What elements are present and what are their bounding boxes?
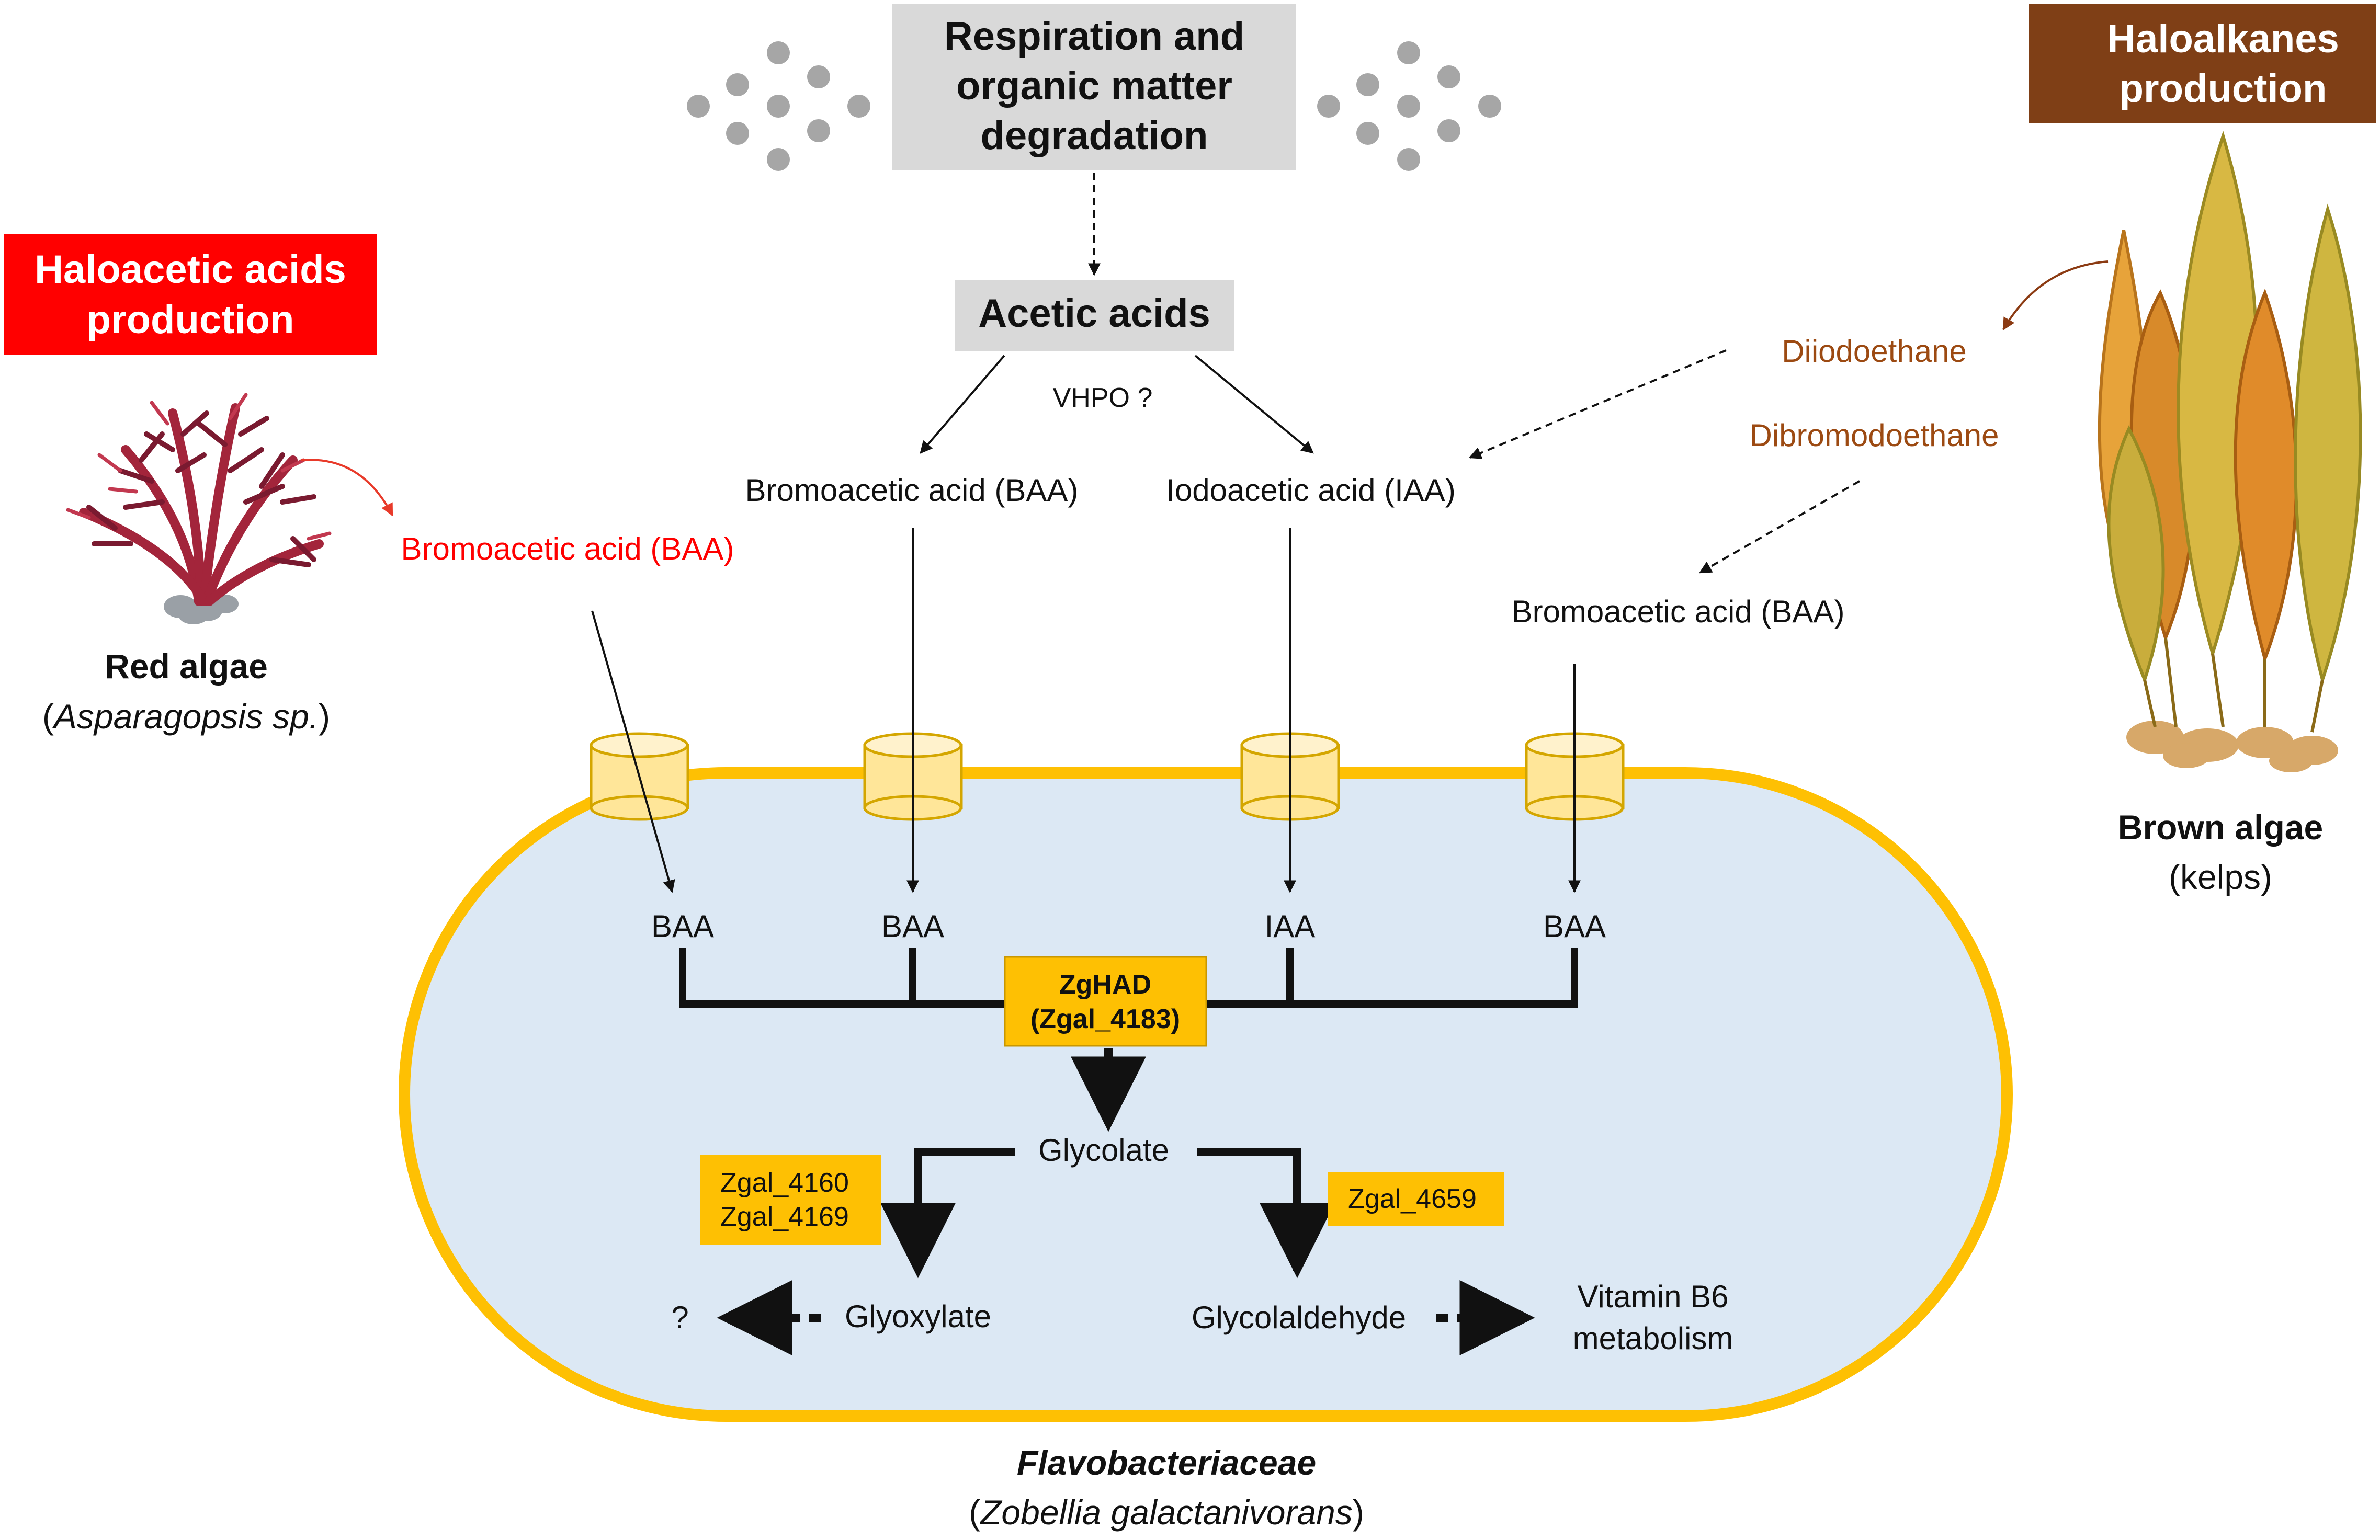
bacterium-family: Flavobacteriaceae	[1017, 1443, 1316, 1482]
inside-baa-2: BAA	[881, 909, 944, 944]
respiration-box	[892, 4, 1296, 170]
zghad-line-2: (Zgal_4183)	[1030, 1004, 1180, 1034]
bacterium-species-line: (Zobellia galactanivorans)	[969, 1493, 1364, 1532]
bacterium-paren-open: (	[969, 1493, 980, 1532]
haloalkanes-line-2: production	[2120, 66, 2327, 111]
glycolaldehyde-label: Glycolaldehyde	[1192, 1300, 1406, 1335]
haloalkanes-line-1: Haloalkanes	[2107, 17, 2339, 61]
arrow-glycolate-to-glyoxylate	[880, 1148, 1015, 1279]
uptake-arrows	[591, 528, 1581, 893]
bacterium-paren-close: )	[1353, 1493, 1364, 1532]
red-algae-paren-open: (	[42, 697, 54, 736]
glycolate-label: Glycolate	[1038, 1133, 1169, 1168]
respiration-line-3: degradation	[981, 113, 1208, 158]
haloalkanes-box	[2029, 4, 2376, 123]
inside-baa-3: BAA	[1543, 909, 1606, 944]
baa-center-label: Bromoacetic acid (BAA)	[745, 473, 1079, 508]
red-algae-paren-close: )	[319, 697, 330, 736]
respiration-line-2: organic matter	[956, 64, 1232, 108]
arrow-acetic-to-baa	[920, 355, 1005, 454]
vitamin-line-1: Vitamin B6	[1577, 1279, 1728, 1314]
enzyme-zgal-4169: Zgal_4169	[720, 1202, 849, 1232]
baa-red-label: Bromoacetic acid (BAA)	[401, 531, 734, 566]
bacterium-species: Zobellia galactanivorans	[979, 1493, 1353, 1532]
glyoxylate-label: Glyoxylate	[845, 1299, 991, 1334]
acetic-acids-group: Acetic acids VHPO ?	[920, 280, 1314, 454]
respiration-group: Respiration and organic matter degradati…	[687, 4, 1501, 276]
vitamin-line-2: metabolism	[1573, 1321, 1733, 1356]
baa-right-label: Bromoacetic acid (BAA)	[1512, 594, 1845, 629]
acetic-acids-box	[955, 280, 1234, 351]
red-algae-name: Red algae	[105, 647, 268, 686]
unknown-product-label: ?	[671, 1300, 688, 1335]
glyoxylate-enzymes-box	[700, 1155, 881, 1245]
vhpo-label: VHPO ?	[1053, 383, 1153, 413]
brown-algae-illustration	[2002, 131, 2362, 772]
zghad-box	[1004, 956, 1207, 1047]
iaa-center-label: Iodoacetic acid (IAA)	[1166, 473, 1456, 508]
zghad-line-1: ZgHAD	[1059, 969, 1151, 1000]
inside-iaa: IAA	[1265, 909, 1316, 944]
enzyme-zgal-4160: Zgal_4160	[720, 1168, 849, 1198]
haloacetic-line-2: production	[87, 298, 294, 342]
red-arrow	[300, 459, 393, 517]
red-algae-species: Asparagopsis sp.	[52, 697, 319, 736]
haloalkanes-source: Haloalkanes production	[2029, 4, 2376, 123]
arrow-dibromodoethane-to-baa	[1698, 480, 1860, 574]
arrow-glycolate-to-glycolaldehyde	[1197, 1148, 1335, 1279]
dot-cluster-left	[687, 41, 870, 171]
glycolaldehyde-enzyme-box	[1328, 1172, 1504, 1226]
arrow-diiodoethane-to-iaa	[1468, 349, 1727, 459]
arrow-acetic-to-iaa	[1194, 355, 1314, 454]
haloacetic-box	[4, 234, 377, 355]
red-algae-species-line: (Asparagopsis sp.)	[42, 697, 330, 736]
haloacetic-line-1: Haloacetic acids	[35, 247, 346, 292]
dot-cluster-right	[1317, 41, 1501, 171]
respiration-line-1: Respiration and	[944, 14, 1244, 59]
brown-algae-name: Brown algae	[2118, 808, 2323, 847]
acetic-acids-label: Acetic acids	[978, 291, 1210, 336]
brown-algae-subname: (kelps)	[2169, 858, 2272, 896]
haloacetic-source: Haloacetic acids production	[4, 234, 377, 355]
brown-arrow	[2002, 260, 2109, 331]
inside-baa-1: BAA	[651, 909, 714, 944]
enzyme-zgal-4659: Zgal_4659	[1348, 1184, 1477, 1214]
diiodoethane-label: Diiodoethane	[1782, 334, 1967, 369]
dibromodoethane-label: Dibromodoethane	[1750, 418, 1999, 453]
red-algae-illustration	[66, 393, 393, 624]
bacterial-cell	[399, 767, 2013, 1422]
